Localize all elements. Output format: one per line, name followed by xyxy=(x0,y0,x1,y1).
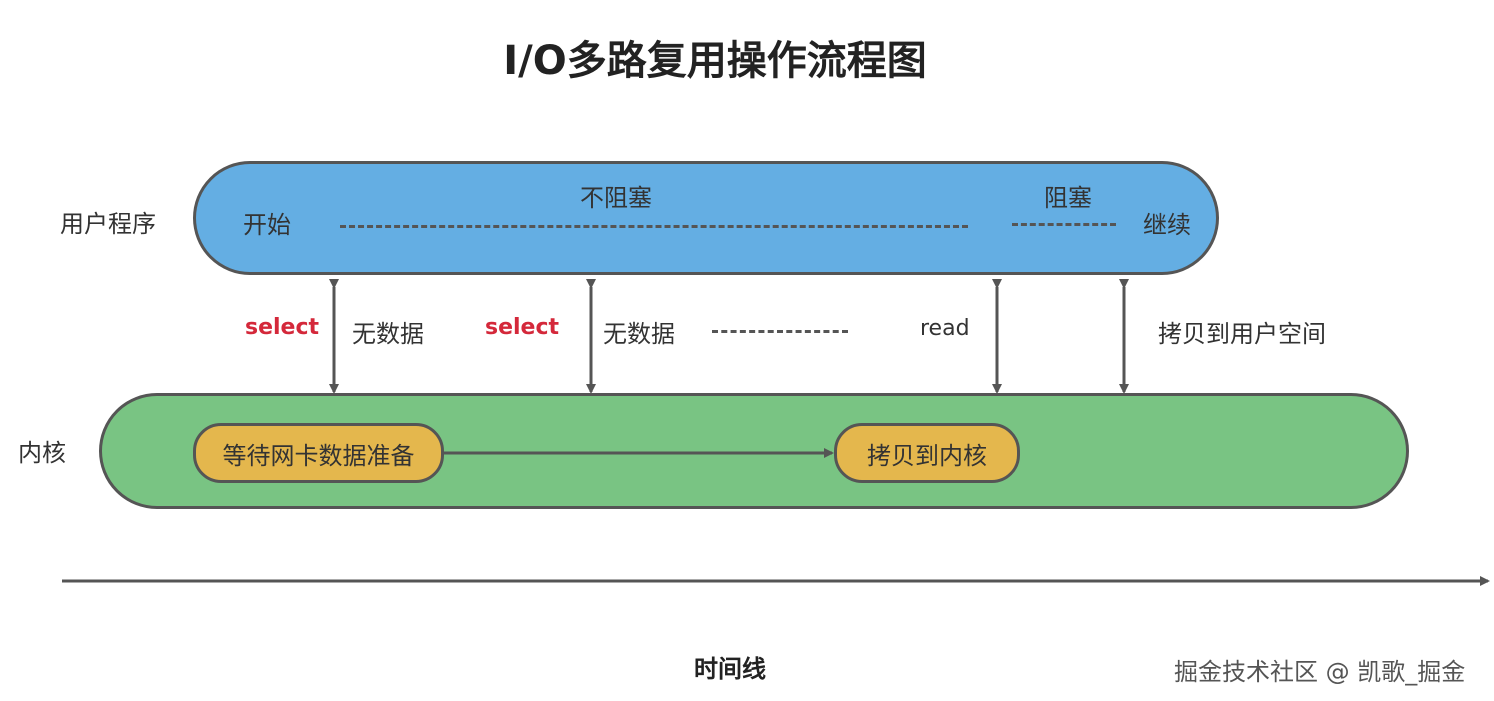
wait-nic-data-step: 等待网卡数据准备 xyxy=(193,423,444,483)
copy-to-user-space-label: 拷贝到用户空间 xyxy=(1158,320,1326,348)
no-data-label-1: 无数据 xyxy=(352,320,424,348)
watermark: 掘金技术社区 @ 凯歌_掘金 xyxy=(1174,658,1466,686)
read-call-label: read xyxy=(920,316,970,341)
timeline-label: 时间线 xyxy=(694,655,766,683)
nonblocking-dashed-line xyxy=(340,225,968,228)
user-blocking-label: 阻塞 xyxy=(1044,184,1092,212)
select-call-label-1: select xyxy=(245,315,320,340)
user-continue-label: 继续 xyxy=(1143,211,1191,239)
user-program-lane xyxy=(193,161,1219,275)
copy-to-kernel-step: 拷贝到内核 xyxy=(834,423,1020,483)
no-data-label-2: 无数据 xyxy=(603,320,675,348)
select-call-label-2: select xyxy=(485,315,560,340)
user-nonblocking-label: 不阻塞 xyxy=(580,184,652,212)
diagram-title: I/O多路复用操作流程图 xyxy=(503,38,927,84)
user-start-label: 开始 xyxy=(243,211,291,239)
row-label-user-program: 用户程序 xyxy=(60,210,156,238)
polling-dashed-line xyxy=(712,330,848,333)
row-label-kernel: 内核 xyxy=(18,439,66,467)
blocking-dashed-line xyxy=(1012,223,1116,226)
